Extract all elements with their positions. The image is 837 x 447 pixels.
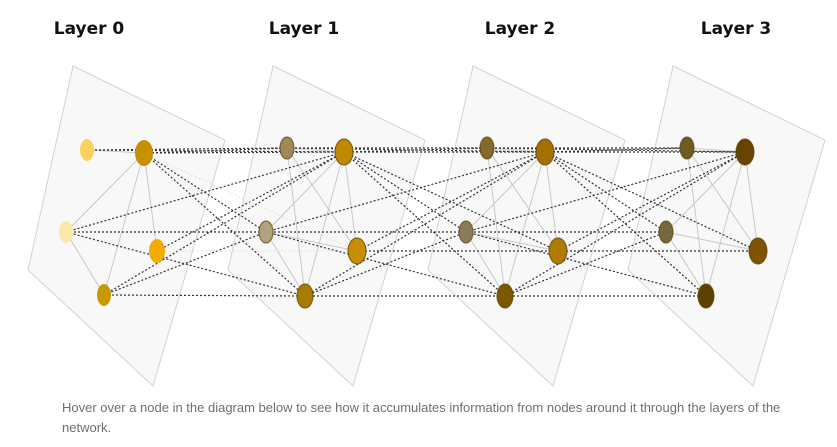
cross-layer-connection bbox=[65, 231, 306, 297]
cross-layer-connection bbox=[103, 294, 306, 297]
layer-2-edge bbox=[544, 151, 559, 252]
cross-layer-connection bbox=[143, 152, 358, 252]
layer-1-node-0[interactable] bbox=[279, 136, 295, 160]
cross-layer-connection bbox=[304, 151, 546, 297]
layer-3-edge bbox=[744, 151, 759, 252]
layer-0-plane bbox=[27, 65, 226, 387]
cross-layer-connection bbox=[486, 147, 746, 153]
layer-3-node-2[interactable] bbox=[658, 220, 674, 244]
cross-layer-connection bbox=[103, 151, 345, 296]
layer-1-plane bbox=[227, 65, 426, 387]
layer-2-node-2[interactable] bbox=[458, 220, 474, 244]
graph-nodes bbox=[59, 136, 768, 309]
cross-layer-connection bbox=[286, 147, 546, 153]
cross-layer-connection bbox=[356, 151, 546, 252]
layer-0-node-3[interactable] bbox=[149, 239, 165, 263]
cross-layer-connection bbox=[465, 231, 707, 297]
cross-layer-connection bbox=[343, 151, 506, 297]
layer-0-node-0[interactable] bbox=[80, 139, 94, 161]
cross-layer-connection bbox=[304, 231, 467, 297]
layer-1-node-2[interactable] bbox=[258, 220, 274, 244]
cross-layer-connection bbox=[143, 152, 267, 233]
layer-2-edge bbox=[504, 151, 546, 297]
layer-3-node-1[interactable] bbox=[735, 138, 755, 166]
layer-0-edge bbox=[65, 231, 105, 296]
layer-2-node-0[interactable] bbox=[479, 136, 495, 160]
cross-layer-connection bbox=[504, 151, 746, 297]
layer-1-edge bbox=[265, 231, 358, 252]
cross-layer-connection bbox=[265, 231, 506, 297]
cross-layer-connection bbox=[544, 151, 707, 297]
layer-3-edge bbox=[665, 231, 707, 297]
cross-layer-connection bbox=[103, 231, 267, 296]
layer-planes bbox=[27, 65, 826, 387]
layer-2-plane bbox=[427, 65, 626, 387]
layer-3-edge bbox=[705, 151, 746, 297]
layer-0-node-4[interactable] bbox=[97, 284, 111, 306]
layer-0-edge bbox=[103, 152, 145, 296]
cross-layer-connections bbox=[65, 147, 759, 297]
layer-0-edge bbox=[143, 152, 158, 252]
layer-2-edge bbox=[486, 147, 506, 297]
layer-0-edge bbox=[65, 152, 145, 233]
layer-3-node-4[interactable] bbox=[697, 283, 715, 309]
layer-1-edge bbox=[265, 231, 306, 297]
layer-2-edge bbox=[465, 151, 546, 233]
diagram-caption: Hover over a node in the diagram below t… bbox=[62, 400, 781, 435]
layer-3-node-0[interactable] bbox=[679, 136, 695, 160]
layer-1-edge bbox=[286, 147, 358, 252]
layer-2-title: Layer 2 bbox=[485, 19, 556, 39]
layer-1-edge bbox=[343, 151, 358, 252]
layer-3-node-3[interactable] bbox=[748, 237, 768, 265]
layer-1-node-4[interactable] bbox=[296, 283, 314, 309]
cross-layer-connection bbox=[544, 151, 667, 233]
cross-layer-connection bbox=[504, 231, 667, 297]
cross-layer-connection bbox=[86, 149, 345, 153]
layer-1-edge bbox=[286, 147, 306, 297]
layer-0-title: Layer 0 bbox=[54, 19, 125, 39]
layer-2-edge bbox=[486, 147, 559, 252]
layer-2-node-1[interactable] bbox=[535, 138, 555, 166]
layer-1-node-3[interactable] bbox=[347, 237, 367, 265]
layer-1-edge bbox=[265, 151, 345, 233]
layer-3-edge bbox=[665, 151, 746, 233]
layer-1-title: Layer 1 bbox=[269, 19, 340, 39]
cross-layer-connection bbox=[544, 151, 759, 252]
layer-2-node-4[interactable] bbox=[496, 283, 514, 309]
layer-0-node-2[interactable] bbox=[59, 221, 73, 243]
cross-layer-connection bbox=[143, 151, 345, 154]
layer-2-edge bbox=[465, 231, 559, 252]
cross-layer-connection bbox=[343, 151, 559, 252]
layer-3-edge bbox=[686, 147, 707, 297]
layer-0-node-1[interactable] bbox=[135, 140, 153, 166]
layer-3-edge bbox=[686, 147, 759, 252]
layer-3-plane bbox=[627, 65, 826, 387]
layer-1-edge bbox=[304, 151, 345, 297]
cross-layer-connection bbox=[343, 151, 467, 233]
layer-2-node-3[interactable] bbox=[548, 237, 568, 265]
layer-2-edge bbox=[465, 231, 506, 297]
layer-1-node-1[interactable] bbox=[334, 138, 354, 166]
layer-3-title: Layer 3 bbox=[701, 19, 772, 39]
layer-3-edge bbox=[665, 231, 759, 252]
graph-edges bbox=[65, 147, 759, 297]
